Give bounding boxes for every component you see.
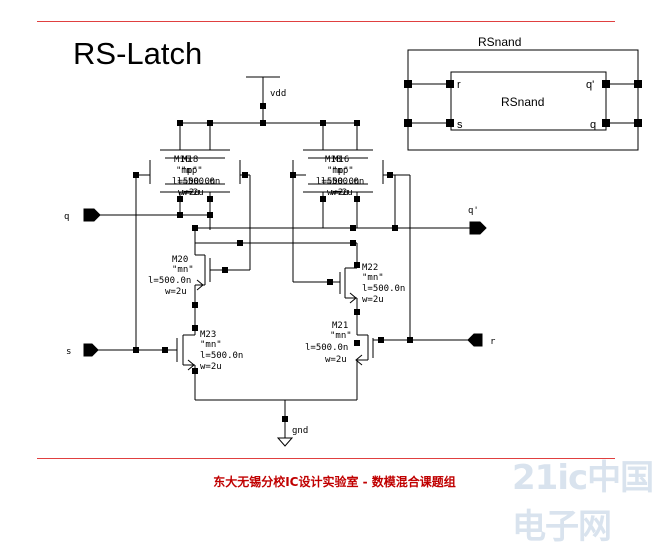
- m20-width: w=2u: [165, 287, 187, 297]
- footer-caption: 东大无锡分校IC设计实验室 - 数模混合课题组: [213, 475, 456, 489]
- m22-width: w=2u: [362, 295, 384, 305]
- m16-length: l=500.0n: [172, 177, 215, 187]
- m16-model-overlap: "mp": [332, 166, 354, 176]
- pin-qbar-label: q': [586, 79, 594, 91]
- m22-length: l=500.0n: [362, 284, 405, 294]
- m18-length: l=500.0n: [316, 177, 359, 187]
- m22-name: M22: [362, 263, 378, 273]
- rsnand-symbol[interactable]: RSnand RSnand r s q' q: [404, 35, 642, 151]
- m23-width: w=2u: [200, 362, 222, 372]
- m16-length-overlap: l=500.0n: [321, 177, 364, 187]
- pin-q-text: q: [64, 212, 69, 222]
- pin-s-label: s: [457, 119, 463, 131]
- m18-model: "mp": [327, 166, 349, 176]
- m18-width: w=2u: [327, 188, 349, 198]
- gnd-symbol: gnd: [276, 426, 308, 447]
- m21-model: "mn": [330, 331, 352, 341]
- m18-length-overlap: l=500.0n: [177, 177, 220, 187]
- symbol-body: [450, 71, 607, 131]
- vdd-label: vdd: [270, 89, 286, 99]
- symbol-frame: [407, 49, 639, 151]
- pin-r-text: r: [490, 337, 496, 347]
- pin-qbar-text: q': [468, 206, 479, 216]
- bottom-rule: [37, 458, 615, 459]
- m18-name-overlap: M18: [182, 155, 198, 165]
- vdd-symbol: vdd: [246, 76, 286, 123]
- m16-model: "mp": [176, 166, 198, 176]
- m23-model: "mn": [200, 340, 222, 350]
- transistor-m18[interactable]: M18 M16 "mp" "mp" l=500.0n l=500.0n w=2u…: [290, 149, 395, 198]
- gnd-label: gnd: [292, 426, 308, 436]
- pin-s-text: s: [66, 347, 71, 357]
- top-rule: [37, 21, 615, 22]
- pin-q-label: q: [590, 119, 596, 131]
- transistor-m21[interactable]: M21 "mn" l=500.0n w=2u: [305, 321, 470, 400]
- m18-model-overlap: "mp": [181, 166, 203, 176]
- pin-s[interactable]: s: [66, 343, 99, 357]
- m16-name: M16: [174, 155, 190, 165]
- m18-name: M18: [325, 155, 341, 165]
- m16-width: w=2u: [178, 188, 200, 198]
- m22-model: "mn": [362, 273, 384, 283]
- m21-length: l=500.0n: [305, 343, 348, 353]
- watermark-logo: 21ic中国电子网: [512, 458, 654, 547]
- m20-model: "mn": [172, 265, 194, 275]
- m16-name-overlap: M16: [333, 155, 349, 165]
- pin-qbar[interactable]: q': [468, 206, 487, 235]
- schematic: RSnand RSnand r s q' q vdd M16 M18: [64, 35, 642, 447]
- pin-r-label: r: [457, 79, 461, 91]
- m21-width: w=2u: [325, 355, 347, 365]
- m20-name: M20: [172, 255, 188, 265]
- transistor-m22[interactable]: M22 "mn" l=500.0n w=2u: [330, 243, 405, 328]
- transistor-m23[interactable]: M23 "mn" l=500.0n w=2u: [162, 325, 243, 400]
- m23-name: M23: [200, 330, 216, 340]
- symbol-label: RSnand: [501, 95, 544, 109]
- page-title: RS-Latch: [73, 36, 203, 71]
- symbol-title: RSnand: [478, 35, 521, 49]
- m16-width-overlap: w=2u: [331, 188, 353, 198]
- m20-length: l=500.0n: [148, 276, 191, 286]
- m21-name: M21: [332, 321, 348, 331]
- m23-length: l=500.0n: [200, 351, 243, 361]
- m18-width-overlap: w=2u: [182, 188, 204, 198]
- pin-r[interactable]: r: [467, 333, 496, 347]
- pin-q[interactable]: q: [64, 208, 101, 222]
- transistor-m16[interactable]: M16 M18 "mp" "mp" l=500.0n l=500.0n w=2u…: [133, 149, 250, 198]
- transistor-m20[interactable]: M20 "mn" l=500.0n w=2u: [148, 254, 225, 330]
